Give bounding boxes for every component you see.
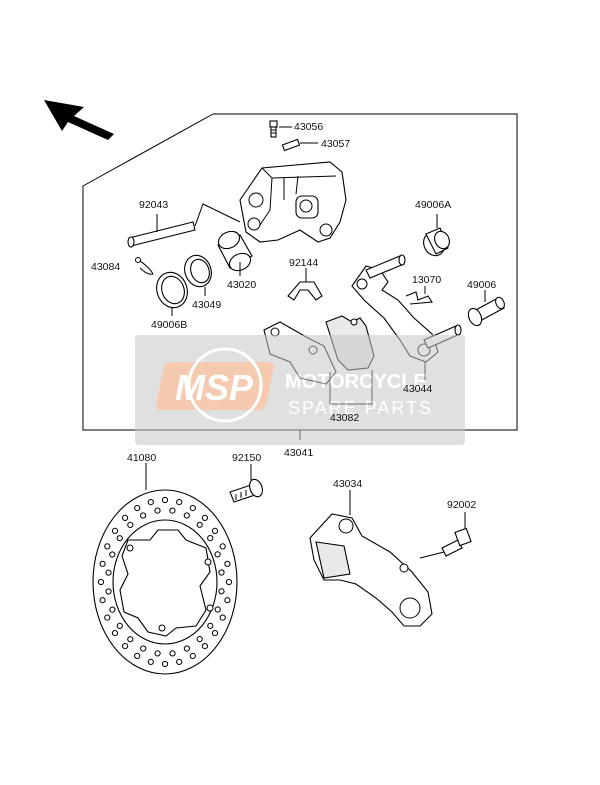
label-49006B: 49006B [151, 319, 187, 331]
brake-disc [92, 463, 238, 675]
disc-vent-hole [201, 643, 208, 650]
label-43057: 43057 [321, 138, 350, 150]
disc-vent-hole [207, 535, 214, 542]
disc-vent-hole [211, 630, 219, 637]
watermark-logo-badge [156, 362, 274, 410]
front-direction-arrow-icon [44, 100, 114, 140]
disc-vent-hole [105, 569, 112, 576]
disc-vent-hole [111, 527, 119, 535]
disc-vent-hole [224, 597, 231, 604]
disc-vent-hole [116, 535, 123, 542]
disc-vent-hole [201, 514, 208, 522]
piston-seal [184, 254, 212, 296]
disc-vent-hole [189, 505, 196, 512]
disc-vent-hole [161, 660, 169, 668]
watermark-logo-text: MSP [175, 367, 254, 408]
disc-vent-hole [104, 614, 111, 621]
bleeder-valve [269, 120, 292, 138]
label-92150: 92150 [232, 452, 261, 464]
disc-vent-hole [207, 622, 214, 629]
disc-vent-hole [218, 588, 225, 595]
disc-vent-hole [140, 512, 147, 519]
disc-vent-hole [122, 643, 129, 650]
mounting-bracket [309, 490, 433, 627]
disc-vent-hole [176, 499, 183, 506]
disc-vent-hole [154, 507, 161, 514]
disc-vent-hole [169, 650, 176, 657]
label-43041: 43041 [284, 447, 313, 459]
dust-seal [156, 271, 188, 316]
label-92043: 92043 [139, 199, 168, 211]
label-43044: 43044 [403, 383, 432, 395]
label-41080: 41080 [127, 452, 156, 464]
pad-spring [287, 268, 323, 301]
disc-vent-hole [214, 606, 221, 613]
disc-vent-hole [147, 499, 154, 506]
label-49006: 49006 [467, 279, 496, 291]
disc-vent-hole [105, 588, 112, 595]
disc-vent-hole [134, 652, 141, 660]
disc-vent-hole [99, 560, 106, 567]
disc-vent-hole [218, 569, 225, 576]
caliper-body [239, 161, 347, 243]
bracket-spring [405, 286, 433, 305]
disc-vent-hole [127, 521, 134, 529]
label-43020: 43020 [227, 279, 256, 291]
disc-vent-hole [196, 636, 203, 643]
disc-vent-hole [122, 514, 129, 522]
disc-vent-hole [97, 578, 105, 586]
label-43056: 43056 [294, 121, 323, 133]
disc-vent-hole [183, 512, 190, 519]
disc-vent-hole [134, 505, 141, 512]
disc-vent-hole [104, 543, 111, 550]
bracket-bolt [419, 512, 472, 559]
disc-vent-hole [219, 614, 226, 621]
watermark-line2: SPARE PARTS [288, 398, 433, 418]
disc-vent-hole [140, 645, 147, 652]
disc-vent-hole [161, 496, 169, 504]
pin-boot-b [467, 290, 505, 327]
disc-vent-hole [109, 551, 116, 558]
label-49006A: 49006A [415, 199, 451, 211]
label-13070: 13070 [412, 274, 441, 286]
disc-vent-hole [189, 652, 196, 660]
watermark: MSP MOTORCYCLE SPARE PARTS [135, 335, 465, 445]
label-43082: 43082 [330, 412, 359, 424]
disc-vent-hole [183, 645, 190, 652]
label-92144: 92144 [289, 257, 318, 269]
disc-vent-hole [196, 521, 203, 528]
disc-vent-hole [147, 658, 154, 666]
retaining-clip [135, 257, 154, 275]
caliper-pin [127, 203, 241, 248]
globe-icon [187, 347, 263, 423]
disc-vent-hole [225, 578, 233, 586]
label-92002: 92002 [447, 499, 476, 511]
disc-vent-hole [214, 551, 221, 558]
label-43084: 43084 [91, 261, 120, 273]
disc-vent-hole [116, 622, 123, 630]
label-43049: 43049 [192, 299, 221, 311]
disc-vent-hole [224, 560, 231, 567]
disc-vent-hole [111, 630, 119, 637]
disc-vent-hole [176, 658, 183, 666]
disc-vent-hole [154, 650, 161, 657]
disc-vent-hole [169, 507, 176, 514]
label-43034: 43034 [333, 478, 362, 490]
disc-vent-hole [211, 527, 219, 535]
disc-bolt [229, 464, 263, 503]
disc-vent-hole [127, 636, 134, 643]
disc-vent-hole [219, 543, 226, 550]
disc-vent-hole [109, 606, 116, 613]
bleeder-cap [281, 138, 318, 152]
watermark-line1: MOTORCYCLE [285, 371, 427, 393]
pin-boot-a [423, 214, 450, 257]
disc-vent-hole [99, 597, 106, 604]
caliper-piston [217, 230, 253, 276]
